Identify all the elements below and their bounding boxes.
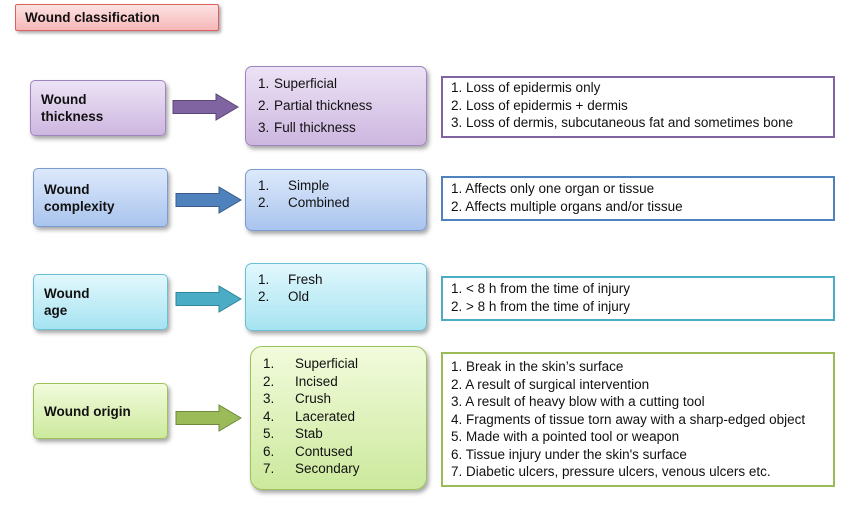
list-item: 2.Partial thickness	[258, 98, 373, 113]
category-wound-complexity: Wound complexity	[33, 168, 168, 227]
list-item: 5.Stab	[263, 426, 323, 441]
description-line: 2. A result of surgical intervention	[451, 376, 650, 392]
description-line: 1. Loss of epidermis only	[451, 80, 601, 95]
category-label-line1: Wound	[44, 286, 90, 301]
description-line: 2. Loss of epidermis + dermis	[451, 97, 628, 113]
list-item: 1.Superficial	[263, 356, 359, 371]
category-label-line2: complexity	[44, 198, 115, 214]
description-line: 2. > 8 h from the time of injury	[451, 298, 630, 314]
options-wound-complexity: 1.Simple 2.Combined	[245, 169, 427, 231]
category-label-line1: Wound	[41, 92, 87, 107]
category-wound-age: Wound age	[33, 274, 168, 330]
list-item: 3.Crush	[263, 391, 332, 406]
list-item: 1.Simple	[258, 178, 330, 193]
descriptions-wound-age: 1. < 8 h from the time of injury 2. > 8 …	[441, 276, 835, 321]
description-line: 2. Affects multiple organs and/or tissue	[451, 198, 683, 214]
category-label-line1: Wound	[44, 181, 90, 197]
options-wound-age: 1.Fresh 2.Old	[245, 263, 427, 331]
arrow-right-icon	[175, 186, 242, 214]
options-wound-thickness: 1.Superficial 2.Partial thickness 3.Full…	[245, 66, 427, 146]
description-line: 4. Fragments of tissue torn away with a …	[451, 411, 806, 427]
category-label-line2: thickness	[41, 109, 104, 124]
description-line: 6. Tissue injury under the skin's surfac…	[451, 446, 687, 462]
list-item: 2.Old	[258, 289, 310, 304]
list-item: 6.Contused	[263, 443, 353, 459]
description-line: 3. Loss of dermis, subcutaneous fat and …	[451, 115, 794, 130]
list-item: 2.Combined	[258, 195, 350, 210]
list-item: 4.Lacerated	[263, 408, 356, 424]
arrow-right-icon	[175, 285, 242, 313]
descriptions-wound-thickness: 1. Loss of epidermis only 2. Loss of epi…	[441, 76, 835, 138]
arrow-right-icon	[172, 93, 239, 121]
description-line: 7. Diabetic ulcers, pressure ulcers, ven…	[451, 464, 771, 479]
list-item: 3.Full thickness	[258, 120, 356, 135]
category-wound-origin: Wound origin	[33, 383, 168, 439]
list-item: 1.Fresh	[258, 272, 323, 287]
list-item: 2.Incised	[263, 373, 338, 389]
category-label-line1: Wound origin	[44, 403, 131, 419]
descriptions-wound-origin: 1. Break in the skin’s surface 2. A resu…	[441, 352, 835, 487]
description-line: 1. Affects only one organ or tissue	[451, 181, 655, 196]
descriptions-wound-complexity: 1. Affects only one organ or tissue 2. A…	[441, 176, 835, 221]
description-line: 3. A result of heavy blow with a cutting…	[451, 394, 705, 409]
category-label-line2: age	[44, 303, 68, 318]
list-item: 7.Secondary	[263, 461, 360, 476]
description-line: 5. Made with a pointed tool or weapon	[451, 429, 680, 444]
options-wound-origin: 1.Superficial 2.Incised 3.Crush 4.Lacera…	[250, 346, 427, 490]
category-wound-thickness: Wound thickness	[30, 80, 166, 136]
list-item: 1.Superficial	[258, 76, 338, 91]
arrow-right-icon	[175, 404, 242, 432]
description-line: 1. < 8 h from the time of injury	[451, 281, 630, 296]
diagram-title: Wound classification	[15, 4, 219, 31]
description-line: 1. Break in the skin’s surface	[451, 359, 624, 374]
